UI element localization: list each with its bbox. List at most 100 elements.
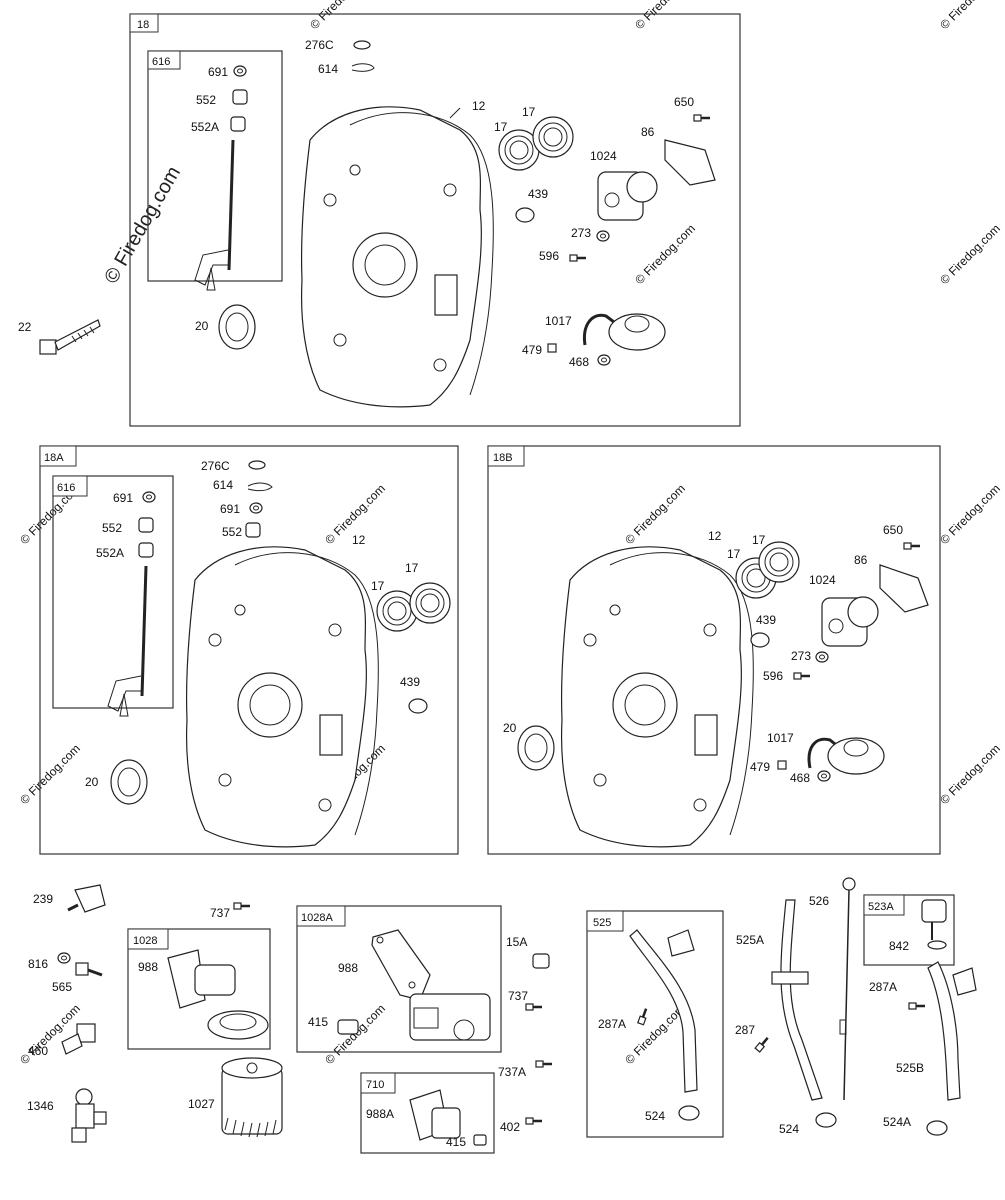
drain-valve-part: [71, 1088, 107, 1143]
label-525b: 525B: [896, 1061, 924, 1075]
box-710-frame: [360, 1072, 495, 1154]
box-710-tag: [360, 1072, 396, 1094]
label-17: 17: [494, 120, 508, 134]
label-287a: 287A: [598, 1017, 626, 1031]
bearing-part: [758, 541, 800, 583]
label-552: 552: [222, 525, 242, 539]
bolt-part: [792, 671, 812, 681]
washer-part: [57, 952, 71, 964]
seal-part: [517, 725, 555, 771]
box-1028a-title: 1028A: [301, 912, 333, 924]
label-552: 552: [196, 93, 216, 107]
label-15a: 15A: [506, 935, 527, 949]
washer-part: [596, 230, 610, 242]
dipstick-tube-part: [771, 899, 823, 1101]
box-1028: 1028 988: [127, 928, 271, 1050]
dipstick-tube-part: [629, 929, 698, 1093]
bearing-part: [532, 116, 574, 158]
label-1017: 1017: [767, 731, 794, 745]
bushing-part: [138, 542, 154, 558]
panel-18-title: 18: [137, 19, 149, 31]
washer-part: [248, 460, 266, 470]
bolt-part: [524, 1116, 544, 1126]
box-1028a: 1028A 988 415: [296, 905, 502, 1053]
bushing-part: [232, 89, 248, 105]
watermark-text: © Firedog.com: [937, 221, 1003, 287]
label-524: 524: [645, 1109, 665, 1123]
grommet-part: [926, 1120, 948, 1136]
label-1346: 1346: [27, 1099, 54, 1113]
bushing-part: [230, 116, 246, 132]
box-1028-title: 1028: [133, 935, 157, 947]
label-614: 614: [213, 478, 233, 492]
shifter-part: [106, 564, 148, 718]
panel-18a-tag: [39, 445, 77, 467]
washer-part: [815, 651, 829, 663]
box-525: 525 287A 524: [586, 910, 724, 1138]
panel-18: 18 616 691 552 552A 276C 614 12 17 17 10…: [129, 13, 741, 427]
box-525-tag: [586, 910, 624, 932]
bearing-part: [409, 582, 451, 624]
label-12: 12: [352, 533, 366, 547]
label-552a: 552A: [191, 120, 219, 134]
bracket-plate: [371, 929, 431, 1001]
panel-18b: 18B 12 17 17 1024 86 650 439 273 596 20 …: [487, 445, 941, 855]
watermark-text: © Firedog.com: [307, 0, 373, 32]
plug-part: [777, 760, 787, 770]
bolt-part: [636, 1006, 651, 1027]
bolt-part: [902, 541, 922, 551]
label-524: 524: [779, 1122, 799, 1136]
firedog-credit: © Firedog.com: [100, 163, 185, 288]
bolt-part: [524, 1002, 544, 1012]
panel-18a-title: 18A: [44, 452, 64, 464]
label-552: 552: [102, 521, 122, 535]
label-1024: 1024: [590, 149, 617, 163]
panel-18-tag: [129, 13, 159, 33]
label-276c: 276C: [201, 459, 230, 473]
panel-18-subbox: [147, 50, 283, 282]
box-523a-title: 523A: [868, 901, 894, 913]
label-415: 415: [308, 1015, 328, 1029]
label-17: 17: [752, 533, 766, 547]
panel-18a: 18A 616 691 552 552A 276C 614 691 552 12…: [39, 445, 459, 855]
label-691: 691: [208, 65, 228, 79]
label-12: 12: [708, 529, 722, 543]
ring-part: [408, 698, 428, 714]
label-273: 273: [571, 226, 591, 240]
washer-part: [142, 491, 156, 503]
label-17: 17: [522, 105, 536, 119]
label-1027: 1027: [188, 1097, 215, 1111]
crankcase-cover: [560, 546, 754, 848]
label-650: 650: [674, 95, 694, 109]
box-523a: 523A 842: [863, 894, 955, 966]
panel-18a-subbox-tag: [52, 475, 88, 497]
elbow-fitting-part: [61, 1023, 96, 1055]
label-287a: 287A: [869, 980, 897, 994]
oil-filter-adapter-part: [167, 949, 269, 1040]
bushing-part: [245, 522, 261, 538]
watermark-text: © Firedog.com: [622, 481, 688, 547]
oil-pump-part: [821, 596, 879, 647]
label-86: 86: [641, 125, 655, 139]
watermark-text: © Firedog.com: [937, 0, 1003, 32]
bolt-part: [534, 1059, 554, 1069]
box-1028-frame: [127, 928, 271, 1050]
panel-18b-tag: [487, 445, 525, 467]
dipstick-part: [839, 877, 856, 1101]
fill-tube-part: [927, 961, 977, 1101]
crankcase-cover: [300, 106, 494, 408]
label-460: 460: [28, 1044, 48, 1058]
label-524a: 524A: [883, 1115, 911, 1129]
pump-cover-plate: [879, 564, 929, 613]
oil-pressure-switch: [67, 884, 106, 913]
label-12: 12: [472, 99, 486, 113]
clip-part: [351, 63, 375, 72]
label-468: 468: [790, 771, 810, 785]
bolt-22: [39, 319, 101, 355]
fill-cap-part: [921, 899, 947, 950]
label-525a: 525A: [736, 933, 764, 947]
bolt-part: [907, 1001, 927, 1011]
label-86: 86: [854, 553, 868, 567]
label-439: 439: [400, 675, 420, 689]
box-523a-tag: [863, 894, 905, 916]
